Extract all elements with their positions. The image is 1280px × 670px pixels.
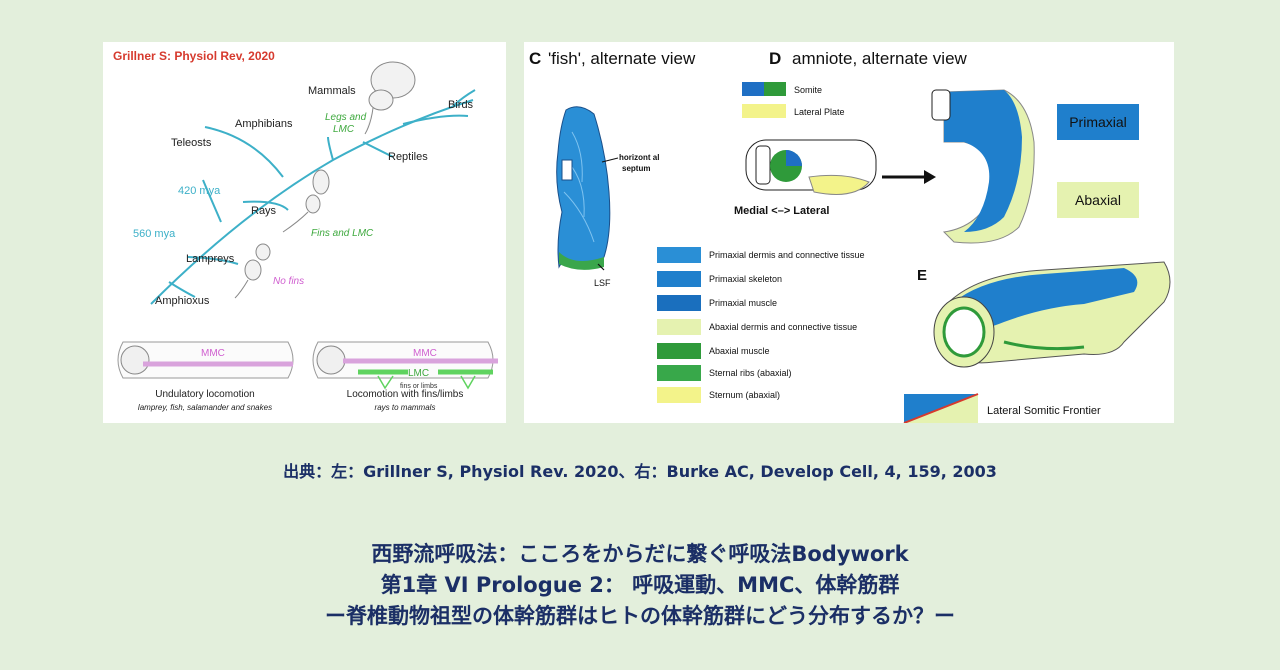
taxon-reptiles: Reptiles — [388, 151, 428, 163]
legend-label: Sternum (abaxial) — [709, 390, 780, 400]
horizontal-septum-label: horizont al — [619, 153, 659, 162]
title-line-2: 第1章 VI Prologue 2： 呼吸運動、MMC、体幹筋群 — [380, 573, 900, 597]
annotation-lmc: LMC — [333, 124, 355, 135]
panel-c-label: 'fish', alternate view — [548, 49, 696, 68]
annotation-fins-lmc: Fins and LMC — [311, 228, 374, 239]
panel-d-letter: D — [769, 49, 781, 68]
undulatory-diagram: MMC Undulatory locomotion lamprey, fish,… — [117, 341, 294, 412]
title-line-1: 西野流呼吸法：こころをからだに繋ぐ呼吸法Bodywork — [371, 542, 909, 566]
primaxial-label: Primaxial — [1069, 114, 1127, 130]
taxon-teleosts: Teleosts — [171, 137, 212, 149]
taxon-rays: Rays — [251, 205, 277, 217]
legend-label: Primaxial muscle — [709, 298, 777, 308]
taxon-amphibians: Amphibians — [235, 118, 293, 130]
legend-swatch — [657, 343, 701, 359]
tissue-legend: Primaxial dermis and connective tissue P… — [657, 247, 865, 403]
panel-d-label: amniote, alternate view — [792, 49, 968, 68]
somite-figure: C 'fish', alternate view horizont al sep… — [524, 42, 1174, 423]
figure-source: Grillner S: Physiol Rev, 2020 — [113, 49, 275, 63]
legend-swatch — [657, 365, 701, 381]
embryo-cross-section — [745, 139, 877, 195]
mmc-label-right: MMC — [413, 348, 437, 359]
somite-swatch-blue — [742, 82, 764, 96]
embryo-3d-section — [933, 261, 1171, 368]
taxon-lampreys: Lampreys — [186, 253, 235, 265]
amniote-section — [931, 89, 1035, 244]
legend-label: Abaxial muscle — [709, 346, 770, 356]
legend-swatch — [657, 271, 701, 287]
septum-label: septum — [622, 164, 650, 173]
phylogeny-figure: Grillner S: Physiol Rev, 2020 Mammals Bi… — [103, 42, 506, 423]
taxon-birds: Birds — [448, 99, 474, 111]
time-420-mya: 420 mya — [178, 185, 221, 197]
abaxial-box — [1057, 182, 1139, 218]
legend-swatch — [657, 247, 701, 263]
annotation-no-fins: No fins — [273, 276, 304, 287]
frontier-label: Lateral Somitic Frontier — [987, 405, 1101, 417]
undulatory-subtitle: lamprey, fish, salamander and snakes — [138, 403, 272, 412]
panel-c-letter: C — [529, 49, 541, 68]
abaxial-label: Abaxial — [1075, 192, 1121, 208]
legend-label: Primaxial dermis and connective tissue — [709, 250, 865, 260]
legend-label: Sternal ribs (abaxial) — [709, 368, 792, 378]
undulatory-title: Undulatory locomotion — [155, 389, 255, 400]
primaxial-box — [1057, 104, 1139, 140]
taxon-amphioxus: Amphioxus — [155, 295, 210, 307]
annotation-legs: Legs and — [325, 112, 367, 123]
mammal-brain-sketch — [364, 61, 416, 135]
taxon-mammals: Mammals — [308, 85, 356, 97]
fish-cross-section: horizont al septum LSF — [556, 106, 659, 288]
legend-label: Abaxial dermis and connective tissue — [709, 322, 857, 332]
fins-limbs-diagram: MMC LMC fins or limbs Locomotion with fi… — [312, 341, 498, 412]
time-560-mya: 560 mya — [133, 228, 176, 240]
fins-limbs-title: Locomotion with fins/limbs — [347, 389, 464, 400]
lamprey-brain-sketch — [234, 243, 271, 299]
phylogenetic-tree — [150, 89, 476, 305]
lmc-label: LMC — [408, 368, 429, 379]
citation-text: 出典：左：Grillner S, Physiol Rev. 2020、右：Bur… — [283, 462, 997, 481]
somite-svg: C 'fish', alternate view horizont al sep… — [529, 49, 1171, 423]
legend-label: Primaxial skeleton — [709, 274, 782, 284]
legend-swatch — [657, 295, 701, 311]
somite-swatch-green — [764, 82, 786, 96]
ray-brain-sketch — [282, 169, 330, 233]
lateral-plate-label: Lateral Plate — [794, 107, 845, 117]
medial-lateral-label: Medial <–> Lateral — [734, 205, 829, 217]
frontier-legend — [903, 393, 979, 423]
phylogeny-svg: Grillner S: Physiol Rev, 2020 Mammals Bi… — [113, 49, 498, 412]
lateral-plate-swatch — [742, 104, 786, 118]
legend-swatch — [657, 387, 701, 403]
mmc-label-left: MMC — [201, 348, 225, 359]
somite-label: Somite — [794, 85, 822, 95]
legend-swatch — [657, 319, 701, 335]
fins-or-limbs-label: fins or limbs — [400, 383, 438, 390]
panel-e-letter: E — [917, 267, 927, 284]
fins-limbs-subtitle: rays to mammals — [375, 403, 436, 412]
lsf-label: LSF — [594, 278, 611, 288]
title-line-3: ー脊椎動物祖型の体幹筋群はヒトの体幹筋群にどう分布するか？ー — [325, 604, 955, 628]
